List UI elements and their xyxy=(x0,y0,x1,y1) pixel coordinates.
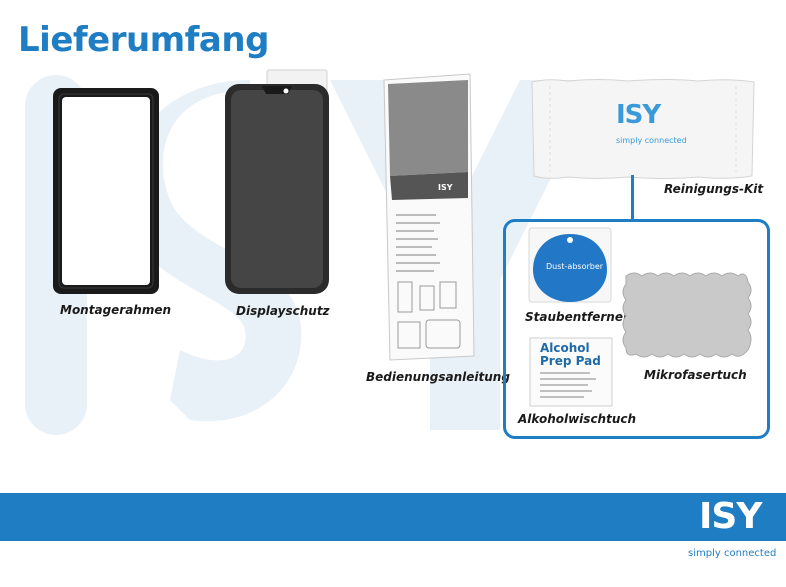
label-montagerahmen: Montagerahmen xyxy=(60,303,172,317)
instruction-manual: ISY xyxy=(383,73,475,361)
label-displayschutz: Displayschutz xyxy=(236,304,330,318)
label-mikrofasertuch: Mikrofasertuch xyxy=(644,368,747,382)
pack-tagline: simply connected xyxy=(616,136,687,145)
pad-line2: Prep Pad xyxy=(540,354,601,368)
footer-bar xyxy=(0,493,786,541)
connector-line xyxy=(631,175,634,221)
cleaning-kit-box xyxy=(503,219,770,439)
label-alkoholwischtuch: Alkoholwischtuch xyxy=(518,412,637,426)
page-title: Lieferumfang xyxy=(18,20,269,60)
cleaning-kit-pack xyxy=(531,79,755,179)
label-staubentferner: Staubentferner xyxy=(525,310,629,324)
dust-absorber-label: Dust-absorber xyxy=(546,262,604,271)
label-bedienungsanleitung: Bedienungsanleitung xyxy=(366,370,510,384)
alcohol-prep-pad xyxy=(529,337,613,407)
label-reinigungs-kit: Reinigungs-Kit xyxy=(664,182,764,196)
svg-text:ISY: ISY xyxy=(438,183,453,192)
pad-line1: Alcohol xyxy=(540,341,590,355)
pack-logo: ISY xyxy=(616,100,661,130)
mounting-frame xyxy=(53,88,159,294)
microfiber-cloth xyxy=(622,272,752,358)
footer-logo: ISY xyxy=(699,496,762,537)
dust-absorber-sticker xyxy=(528,227,612,303)
footer-tagline: simply connected xyxy=(688,548,777,559)
screen-protector xyxy=(225,69,329,294)
